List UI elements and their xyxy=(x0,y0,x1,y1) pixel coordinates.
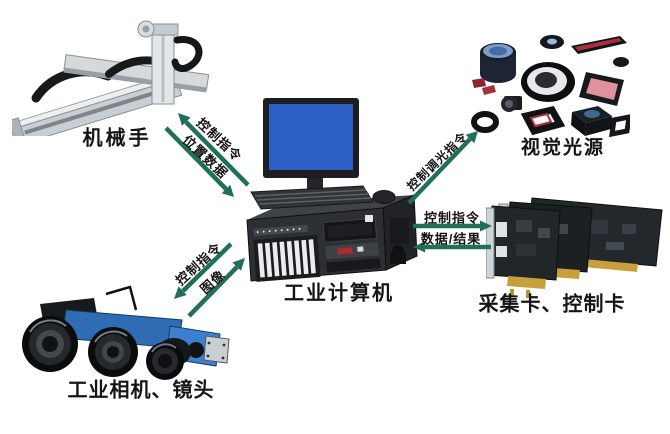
industrial-computer-illustration xyxy=(246,98,418,282)
robot-cable-loop-icon xyxy=(171,36,203,73)
camera-label: 工业相机、镜头 xyxy=(67,379,215,402)
light-source-label: 视觉光源 xyxy=(520,137,606,159)
ring-light-cylinder-icon xyxy=(480,43,516,83)
red-chip-light-icon xyxy=(472,78,486,88)
robot-arm-illustration xyxy=(12,20,210,136)
camera-sensor-plate xyxy=(203,335,230,364)
small-ring-light-icon xyxy=(540,35,564,49)
dome-light-icon xyxy=(571,106,612,136)
red-chip-light-2-icon xyxy=(482,85,496,95)
arrow-label-control-command-card: 控制指令 xyxy=(423,210,481,226)
camera-small-lens-icon xyxy=(188,342,204,358)
camera-lens-1-icon xyxy=(22,316,78,372)
computer-label: 工业计算机 xyxy=(284,282,394,305)
camera-lens-3-icon xyxy=(146,338,191,380)
square-ring-light-icon xyxy=(520,106,566,136)
panel-light-icon xyxy=(579,72,624,106)
robot-base-rail xyxy=(12,72,183,136)
robot-label: 机械手 xyxy=(82,127,152,150)
large-ring-light-icon xyxy=(521,62,575,102)
frame-light-icon xyxy=(609,114,630,138)
black-ring-icon xyxy=(471,111,499,133)
camera-lens-2-icon xyxy=(88,327,138,377)
computer-keyboard xyxy=(250,185,374,210)
computer-tower xyxy=(246,194,418,282)
computer-mouse xyxy=(372,190,396,204)
bar-light-icon xyxy=(571,36,627,54)
spot-light-icon xyxy=(501,96,522,112)
mini-ring-light-icon xyxy=(613,57,629,67)
computer-monitor xyxy=(263,98,359,199)
arrow-label-data-result: 数据/结果 xyxy=(420,231,482,247)
camera-illustration xyxy=(22,285,230,380)
card-front xyxy=(486,205,561,298)
capture-card-illustration xyxy=(486,197,663,298)
capture-card-label: 采集卡、控制卡 xyxy=(478,293,626,316)
light-source-illustration xyxy=(471,35,630,138)
camera-cable-icon xyxy=(105,285,138,311)
